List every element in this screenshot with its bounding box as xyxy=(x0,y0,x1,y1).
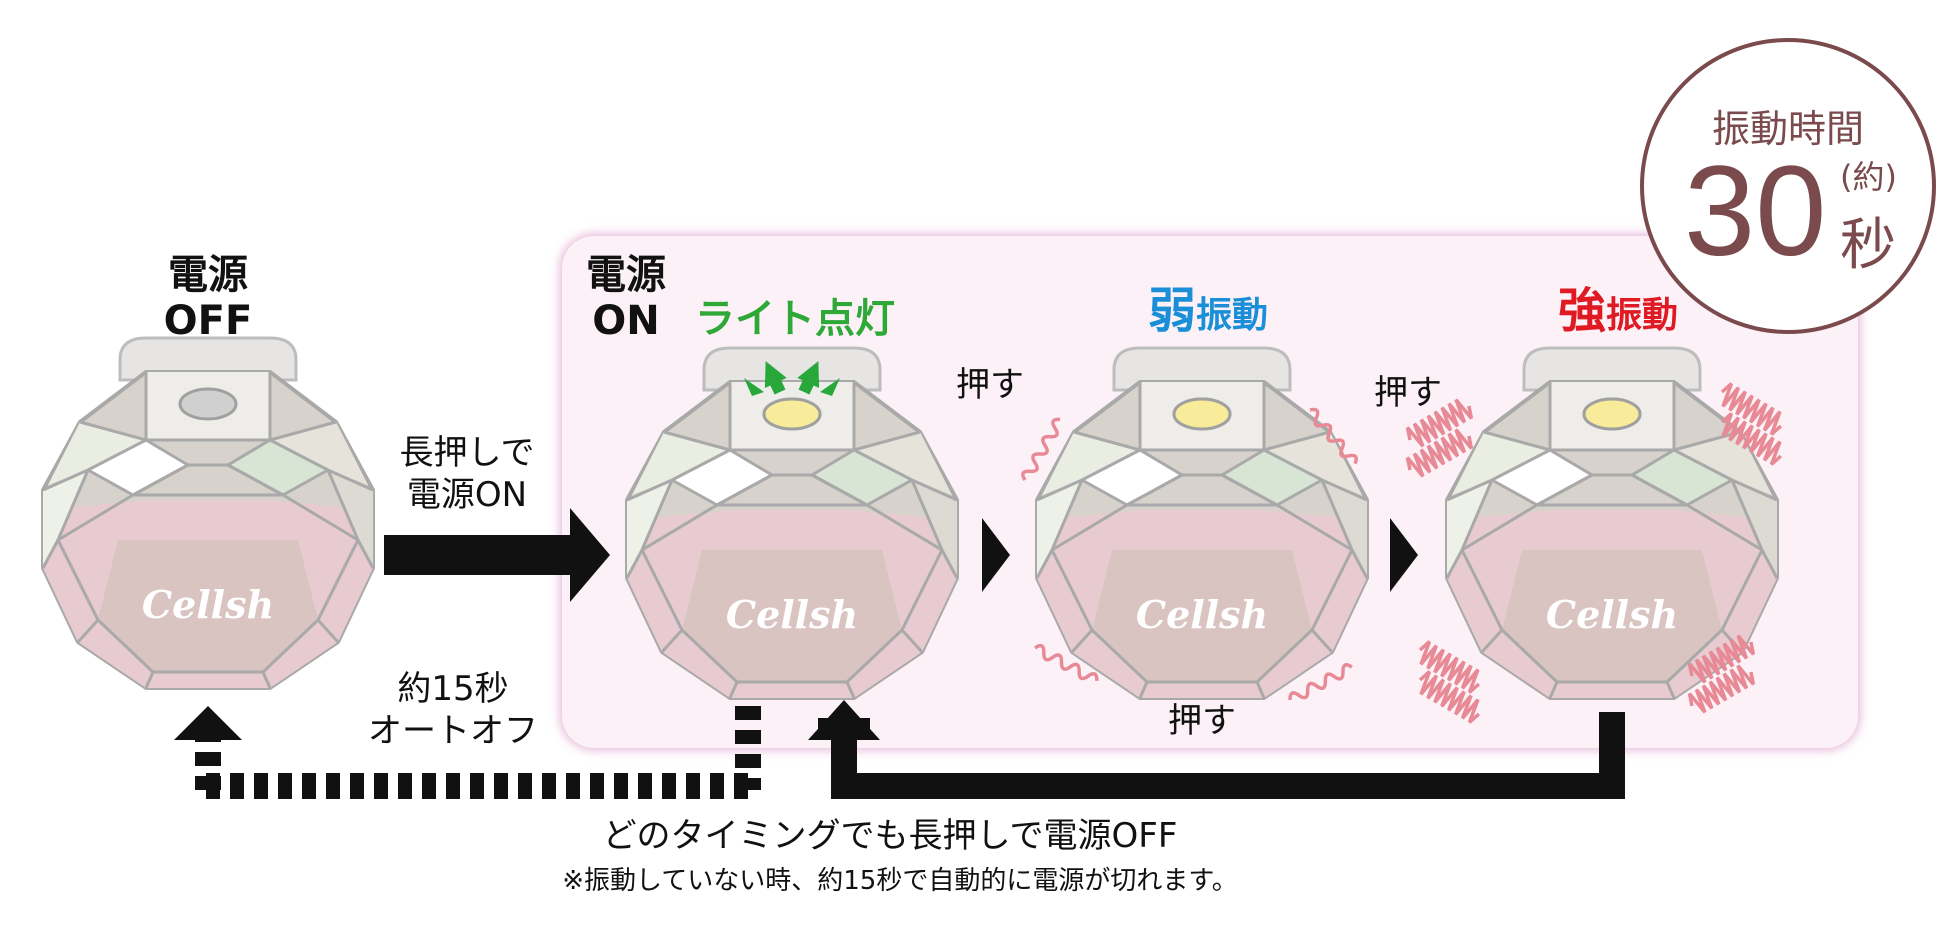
arrow-up-auto-off xyxy=(174,706,242,740)
power-off-label: 電源 OFF xyxy=(163,252,253,344)
long-press-off-caption: どのタイミングでも長押しで電源OFF xyxy=(602,816,1178,856)
brand-logo-light: Cellsh xyxy=(725,592,859,637)
press-label-2: 押す xyxy=(1374,373,1442,413)
weak-vibration-label: 弱振動 xyxy=(1128,287,1288,339)
light-rays-icon xyxy=(744,361,840,396)
strong-rest: 振動 xyxy=(1606,295,1679,336)
badge-title: 振動時間 xyxy=(1711,107,1864,151)
auto-off-label: 約15秒 オートオフ xyxy=(368,669,538,751)
strong-vibration-label: 強振動 xyxy=(1538,287,1698,339)
dotted-path-auto-off xyxy=(195,706,761,799)
brand-logo-off: Cellsh xyxy=(141,582,275,627)
badge-value: 30 xyxy=(1684,140,1827,283)
weak-emphasis: 弱 xyxy=(1147,283,1196,339)
badge-approx: (約) xyxy=(1840,158,1897,196)
long-press-on-label: 長押しで 電源ON xyxy=(399,433,535,515)
press-label-3: 押す xyxy=(1168,701,1236,741)
brand-logo-strong: Cellsh xyxy=(1545,592,1679,637)
power-on-label: 電源 ON xyxy=(586,252,666,344)
arrow-long-press-on xyxy=(384,508,610,602)
brand-logo-weak: Cellsh xyxy=(1135,592,1269,637)
press-label-1: 押す xyxy=(956,365,1024,405)
badge-unit: 秒 xyxy=(1840,213,1896,278)
arrow-step-1 xyxy=(982,518,1010,592)
weak-rest: 振動 xyxy=(1196,295,1269,336)
auto-off-note: ※振動していない時、約15秒で自動的に電源が切れます。 xyxy=(562,866,1238,896)
light-on-label: ライト点灯 xyxy=(695,296,895,342)
return-path-long-press-off xyxy=(831,712,1625,799)
device-power-off xyxy=(41,336,375,690)
vibration-time-badge: 振動時間 30 (約) 秒 xyxy=(1640,38,1936,334)
strong-emphasis: 強 xyxy=(1557,283,1606,339)
arrow-step-2 xyxy=(1390,518,1418,592)
